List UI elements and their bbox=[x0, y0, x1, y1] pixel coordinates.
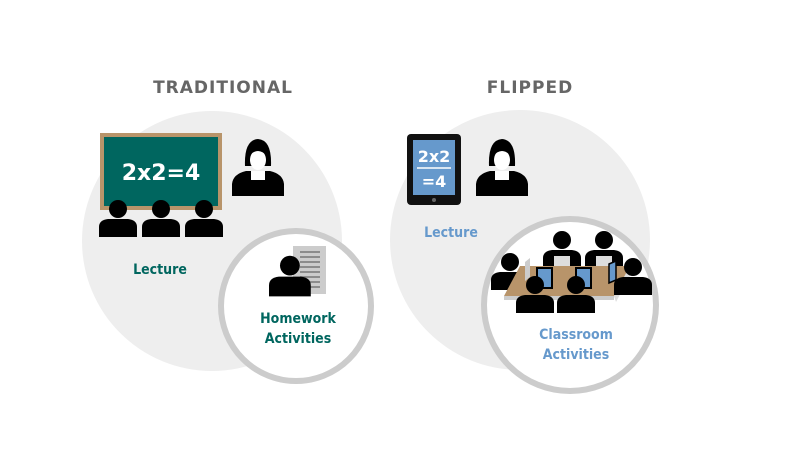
flipped-title: FLIPPED bbox=[487, 78, 573, 98]
homework-label-line2: Activities bbox=[265, 331, 331, 347]
homework-circle bbox=[218, 228, 374, 384]
tablet-icon: 2x2 =4 bbox=[407, 134, 461, 205]
tablet-text-line2: =4 bbox=[422, 172, 447, 191]
flipped-lecture-label: Lecture bbox=[424, 225, 478, 241]
classroom-label-line1: Classroom bbox=[539, 327, 613, 343]
classroom-label-line2: Activities bbox=[543, 347, 609, 363]
traditional-title: TRADITIONAL bbox=[153, 78, 293, 98]
classroom-table-icon bbox=[491, 231, 652, 313]
homework-label-line1: Homework bbox=[260, 311, 336, 327]
chalkboard-icon: 2x2=4 bbox=[100, 133, 222, 210]
traditional-section: TRADITIONAL 2x2=4 Lecture Homework Acti bbox=[82, 78, 374, 384]
chalkboard-text: 2x2=4 bbox=[122, 161, 201, 186]
tablet-text-line1: 2x2 bbox=[418, 147, 451, 166]
traditional-lecture-label: Lecture bbox=[133, 262, 187, 278]
flipped-section: FLIPPED 2x2 =4 Lecture bbox=[390, 78, 659, 394]
